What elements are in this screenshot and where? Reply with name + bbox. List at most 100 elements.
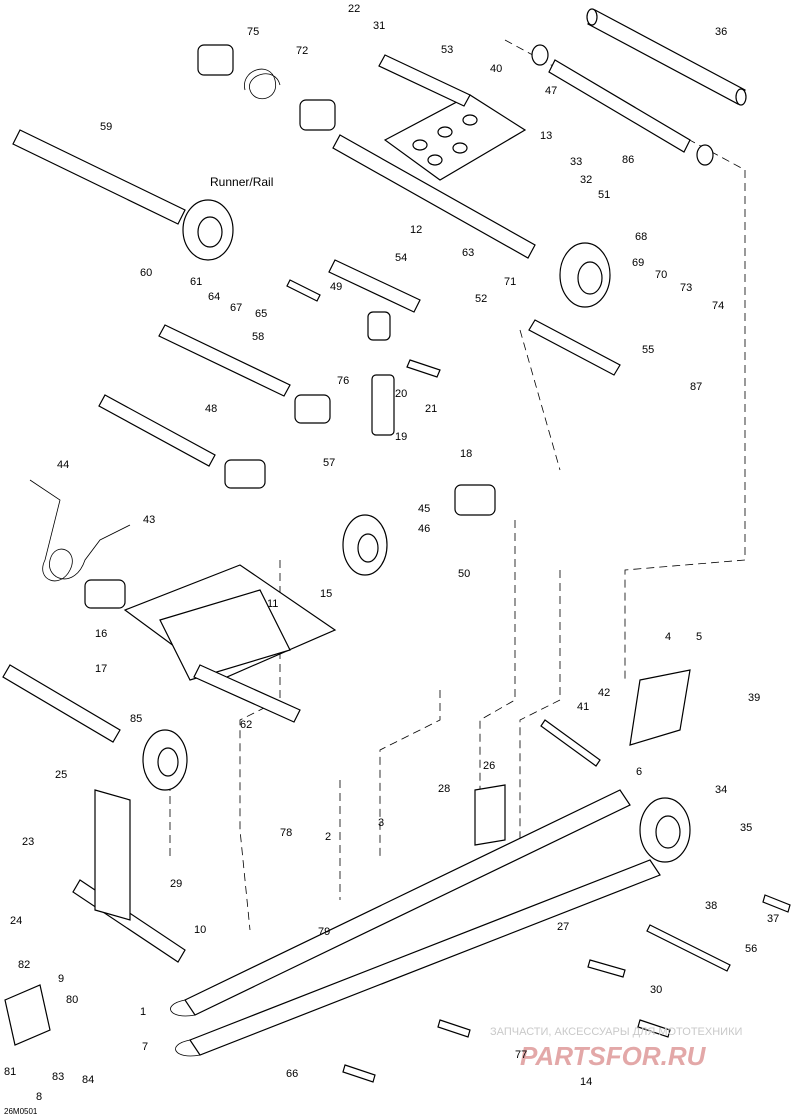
callout-57: 57 (323, 457, 335, 469)
callout-29: 29 (170, 878, 182, 890)
lower-arm-11 (123, 564, 337, 723)
callout-24: 24 (10, 915, 22, 927)
callout-80: 80 (66, 994, 78, 1006)
callout-32: 32 (580, 174, 592, 186)
callout-70: 70 (655, 269, 667, 281)
drawing-code: 26M0501 (4, 1107, 38, 1116)
callout-54: 54 (395, 252, 407, 264)
callout-16: 16 (95, 628, 107, 640)
callout-77: 77 (515, 1049, 527, 1061)
callout-12: 12 (410, 224, 422, 236)
callout-52: 52 (475, 293, 487, 305)
callout-14: 14 (580, 1076, 592, 1088)
callout-15: 15 (320, 588, 332, 600)
callout-42: 42 (598, 687, 610, 699)
callout-65: 65 (255, 308, 267, 320)
callout-13: 13 (540, 130, 552, 142)
callout-81: 81 (4, 1066, 16, 1078)
callout-58: 58 (252, 331, 264, 343)
callout-19: 19 (395, 431, 407, 443)
watermark-logo: PARTSFOR.RU (520, 1041, 707, 1071)
cross-shaft-36 (531, 8, 747, 166)
callout-9: 9 (58, 973, 64, 985)
callout-53: 53 (441, 44, 453, 56)
callout-62: 62 (240, 719, 252, 731)
callout-26: 26 (483, 760, 495, 772)
callout-72: 72 (296, 45, 308, 57)
callout-85: 85 (130, 713, 142, 725)
callout-7: 7 (142, 1041, 148, 1053)
rail-blocks (4, 669, 691, 1046)
callout-56: 56 (745, 943, 757, 955)
callout-69: 69 (632, 257, 644, 269)
callout-22: 22 (348, 3, 360, 15)
callout-87: 87 (690, 381, 702, 393)
callout-2: 2 (325, 831, 331, 843)
callout-10: 10 (194, 924, 206, 936)
callout-18: 18 (460, 448, 472, 460)
callout-28: 28 (438, 783, 450, 795)
callout-84: 84 (82, 1074, 94, 1086)
callout-39: 39 (748, 692, 760, 704)
callout-63: 63 (462, 247, 474, 259)
callout-74: 74 (712, 300, 724, 312)
idler-wheels (142, 199, 691, 863)
callout-83: 83 (52, 1071, 64, 1083)
bolts (286, 279, 791, 1083)
callout-61: 61 (190, 276, 202, 288)
callout-8: 8 (36, 1091, 42, 1103)
spacers (84, 44, 496, 609)
callout-36: 36 (715, 26, 727, 38)
callout-25: 25 (55, 769, 67, 781)
callout-34: 34 (715, 784, 727, 796)
shafts (2, 129, 621, 963)
callout-41: 41 (577, 701, 589, 713)
callout-5: 5 (696, 631, 702, 643)
callout-37: 37 (767, 913, 779, 925)
callout-40: 40 (490, 63, 502, 75)
callout-43: 43 (143, 514, 155, 526)
callout-59: 59 (100, 121, 112, 133)
callout-3: 3 (378, 817, 384, 829)
callout-1: 1 (140, 1006, 146, 1018)
watermark-text: ЗАПЧАСТИ, АКСЕССУАРЫ ДЛЯ МОТОТЕХНИКИ (490, 1026, 742, 1038)
callout-11: 11 (267, 598, 278, 610)
callout-38: 38 (705, 900, 717, 912)
upper-arm-13 (332, 54, 536, 259)
torsion-springs (29, 68, 281, 582)
callout-68: 68 (635, 231, 647, 243)
callout-47: 47 (545, 85, 557, 97)
callout-82: 82 (18, 959, 30, 971)
callout-73: 73 (680, 282, 692, 294)
callout-55: 55 (642, 344, 654, 356)
callout-49: 49 (330, 281, 342, 293)
callout-79: 79 (318, 926, 330, 938)
callout-50: 50 (458, 568, 470, 580)
callout-45: 45 (418, 503, 430, 515)
callout-23: 23 (22, 836, 34, 848)
callout-4: 4 (665, 631, 671, 643)
callout-44: 44 (57, 459, 69, 471)
callout-31: 31 (373, 20, 385, 32)
callout-35: 35 (740, 822, 752, 834)
callout-17: 17 (95, 663, 107, 675)
callout-78: 78 (280, 827, 292, 839)
callout-71: 71 (504, 276, 516, 288)
callout-64: 64 (208, 291, 220, 303)
section-title: Runner/Rail (210, 175, 273, 189)
callout-51: 51 (598, 189, 610, 201)
callout-86: 86 (622, 154, 634, 166)
callout-48: 48 (205, 403, 217, 415)
callout-67: 67 (230, 302, 242, 314)
callout-75: 75 (247, 26, 259, 38)
callout-46: 46 (418, 523, 430, 535)
callout-66: 66 (286, 1068, 298, 1080)
callout-6: 6 (636, 766, 642, 778)
callout-27: 27 (557, 921, 569, 933)
callout-30: 30 (650, 984, 662, 996)
runners (170, 789, 661, 1057)
callout-60: 60 (140, 267, 152, 279)
